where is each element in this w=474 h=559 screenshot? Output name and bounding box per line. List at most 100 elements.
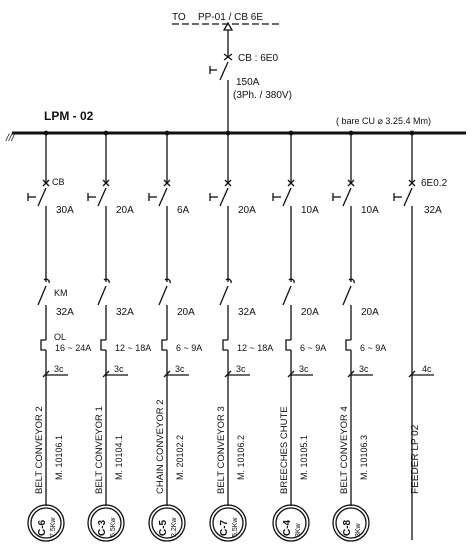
ol-range: 12 ~ 18A (237, 343, 273, 353)
cb-switch-icon (342, 187, 352, 207)
motor-tag: C-5 (158, 519, 169, 536)
busbar: /// LPM - 02 ( bare CU ⌀ 3.25.4 Mm) (5, 109, 466, 144)
km-contact-icon (225, 278, 232, 284)
motor-power: 5.5Kw (232, 517, 239, 537)
supply-header: TO PP-01 / CB 6E CB : 6E0 150A (3Ph. / 3… (172, 12, 292, 132)
cb-rating: 20A (116, 205, 134, 216)
motor-icon (272, 504, 310, 542)
main-cb-switch-icon (219, 61, 229, 81)
main-cb-rating: 150A (236, 77, 260, 88)
motor-power: 3Kw (295, 522, 302, 537)
cb-x-icon (408, 179, 416, 187)
cable-size: 3c (114, 364, 124, 374)
cable-tick-icon (408, 370, 416, 378)
motor-power: 3Kw (355, 522, 362, 537)
ol-range: 16 ~ 24A (55, 343, 91, 353)
cable-size: 3c (359, 364, 369, 374)
motor-tag: C-4 (282, 519, 293, 536)
cb-switch-icon (282, 187, 292, 207)
cb-rating: 20A (238, 205, 256, 216)
supply-target: PP-01 / CB 6E (198, 12, 263, 23)
motor-inner-icon (151, 507, 183, 539)
cb-x-icon (163, 179, 171, 187)
motor-tag: C-8 (342, 519, 353, 536)
cb-rating: 10A (361, 205, 379, 216)
motor-inner-icon (212, 507, 244, 539)
km-rating: 20A (177, 307, 195, 318)
motor-inner-icon (30, 507, 62, 539)
km-contact-icon (103, 278, 110, 284)
cb-switch-icon (158, 187, 168, 207)
overload-relay-icon (40, 339, 46, 351)
km-switch-icon (282, 285, 292, 306)
motor-icon (87, 504, 125, 542)
load-code: M. 10106.2 (236, 435, 246, 480)
load-code: M. 10106.3 (359, 435, 369, 480)
km-rating: 20A (301, 307, 319, 318)
load-name: CHAIN CONVEYOR 2 (155, 400, 166, 495)
cb-x-icon (287, 179, 295, 187)
load-code: M. 10106.1 (54, 435, 64, 480)
km-rating: 32A (238, 307, 256, 318)
motor-tag: C-6 (37, 519, 48, 536)
km-switch-icon (37, 285, 47, 306)
cable-tick-icon (163, 370, 171, 378)
spare-feeder-name: FEEDER LP 02 (410, 424, 421, 494)
ol-range: 6 ~ 9A (176, 343, 202, 353)
spare-cb-rating: 32A (424, 205, 442, 216)
overload-relay-icon (222, 339, 228, 351)
supply-to-label: TO (172, 12, 186, 23)
km-contact-icon (43, 278, 50, 284)
legend-km: KM (54, 288, 68, 298)
motor-inner-icon (275, 507, 307, 539)
busbar-spec: ( bare CU ⌀ 3.25.4 Mm) (336, 116, 431, 126)
load-name: BELT CONVEYOR 3 (216, 406, 227, 494)
cable-size: 3c (299, 364, 309, 374)
km-contact-icon (348, 278, 355, 284)
main-cb-label: CB : 6E0 (238, 53, 278, 64)
cable-size: 3c (54, 364, 64, 374)
load-code: M. 10105.1 (299, 435, 309, 480)
overload-relay-icon (100, 339, 106, 351)
main-cb-phase: (3Ph. / 380V) (233, 90, 292, 101)
cable-size: 3c (236, 364, 246, 374)
legend-ol: OL (54, 332, 66, 342)
overload-relay-icon (161, 339, 167, 351)
km-contact-icon (288, 278, 295, 284)
motor-inner-icon (335, 507, 367, 539)
ol-range: 6 ~ 9A (360, 343, 386, 353)
overload-relay-icon (285, 339, 291, 351)
ol-range: 12 ~ 18A (115, 343, 151, 353)
km-rating: 32A (56, 307, 74, 318)
motor-tag: C-7 (219, 519, 230, 536)
motor-inner-icon (90, 507, 122, 539)
cb-switch-icon (37, 187, 47, 207)
busbar-name: LPM - 02 (44, 109, 94, 123)
km-contact-icon (164, 278, 171, 284)
km-rating: 32A (116, 307, 134, 318)
load-name: BELT CONVEYOR 2 (34, 406, 45, 494)
cable-tick-icon (42, 370, 50, 378)
km-switch-icon (97, 285, 107, 306)
cb-switch-icon (219, 187, 229, 207)
motor-tag: C-3 (97, 519, 108, 536)
cb-x-icon (42, 179, 50, 187)
cable-size: 3c (175, 364, 185, 374)
load-code: M. 10104.1 (114, 435, 124, 480)
cb-rating: 10A (301, 205, 319, 216)
cb-x-icon (347, 179, 355, 187)
ground-icon: /// (5, 133, 16, 144)
motor-power: 7.5Kw (50, 517, 57, 537)
motor-power: 5.5Kw (110, 517, 117, 537)
km-rating: 20A (361, 307, 379, 318)
spare-cb-label: 6E0.2 (421, 178, 448, 189)
motor-icon (148, 504, 186, 542)
ol-range: 6 ~ 9A (300, 343, 326, 353)
motor-icon (209, 504, 247, 542)
legend-cb: CB (52, 177, 65, 187)
